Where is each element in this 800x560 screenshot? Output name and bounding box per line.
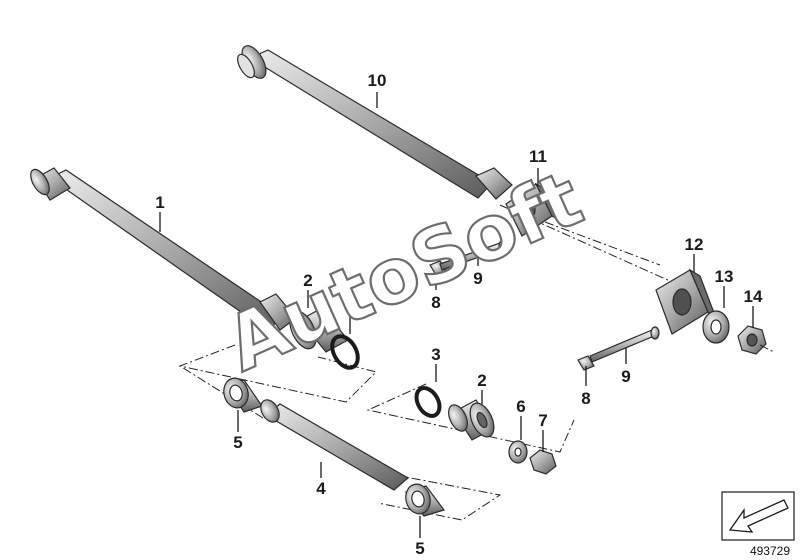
diagram-number: 493729 <box>750 544 790 558</box>
plate-part-11 <box>505 182 564 237</box>
bushing-part-2-right <box>448 399 495 441</box>
callout-3-right: 3 <box>431 345 440 364</box>
callout-9-upper: 9 <box>473 269 482 288</box>
callout-11: 11 <box>529 147 547 166</box>
callout-12: 12 <box>685 235 704 254</box>
callout-8-upper: 8 <box>431 293 440 312</box>
washer-part-6 <box>508 440 528 464</box>
axis-line-mid <box>544 221 661 266</box>
orientation-arrow-icon <box>721 491 795 541</box>
callout-7: 7 <box>538 411 547 430</box>
callouts: 10 11 1 2 3 8 9 12 13 14 9 8 3 2 6 7 5 4… <box>155 71 763 558</box>
sleeve-part-4 <box>260 399 410 491</box>
axle-lower-part-1 <box>30 167 297 332</box>
axle-upper-part-10 <box>237 45 513 200</box>
o-ring-part-3-right <box>414 386 442 418</box>
callout-8-lower: 8 <box>581 389 590 408</box>
callout-1: 1 <box>155 193 164 212</box>
bolt-part-9-lower <box>589 326 660 363</box>
washer-part-13 <box>702 310 730 344</box>
plate-part-12 <box>655 268 718 335</box>
callout-14: 14 <box>744 287 763 306</box>
nut-part-14 <box>737 325 775 355</box>
callout-13: 13 <box>715 267 734 286</box>
callout-5-lower: 5 <box>415 539 424 558</box>
callout-9-lower: 9 <box>621 367 630 386</box>
bearing-part-5-upper <box>223 377 263 413</box>
leader-lines <box>159 92 754 538</box>
bearing-part-5-lower <box>405 483 445 517</box>
o-ring-part-3-left <box>330 334 360 370</box>
callout-6: 6 <box>516 397 525 416</box>
callout-2-right: 2 <box>477 371 486 390</box>
callout-3-left: 3 <box>345 297 354 316</box>
assembly-outline-left <box>178 344 377 403</box>
bolt-part-9-upper <box>439 239 508 271</box>
callout-10: 10 <box>368 71 387 90</box>
nut-part-7 <box>529 449 557 475</box>
callout-5-upper: 5 <box>233 433 242 452</box>
nut-part-8-lower <box>577 355 595 371</box>
callout-4: 4 <box>316 479 326 498</box>
watermark: AutoSoft <box>213 153 594 388</box>
callout-2-left: 2 <box>303 271 312 290</box>
